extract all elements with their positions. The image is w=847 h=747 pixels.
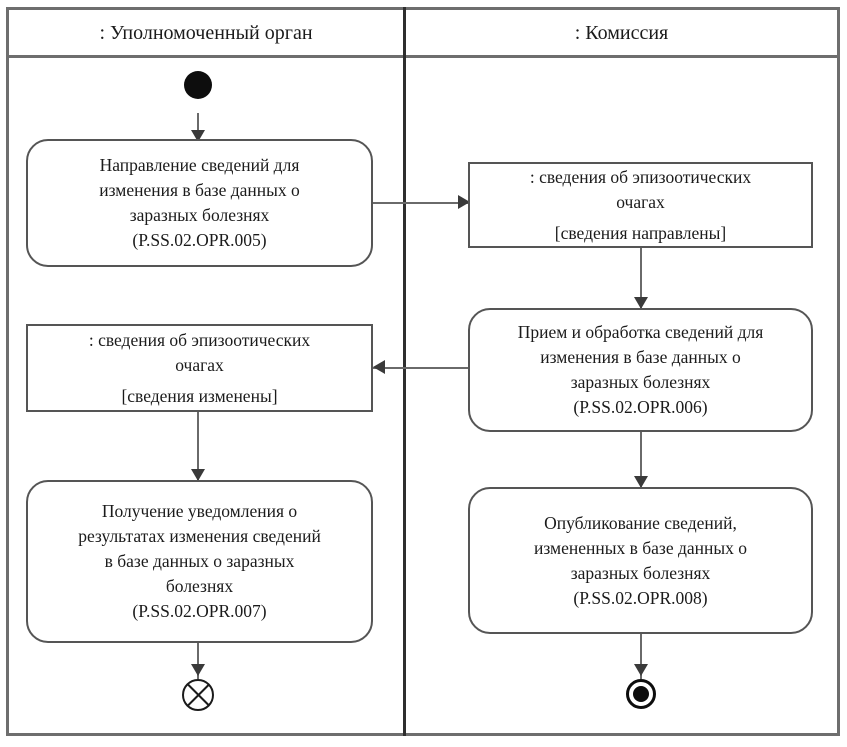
edge-action005-to-object-sent <box>373 202 470 204</box>
swimlane-header-komissiya: : Комиссия <box>574 22 669 44</box>
arrowhead-action006-to-action008 <box>634 476 648 488</box>
swimlane-header-uполномоченный-орган: : Уполномоченный орган <box>99 22 313 44</box>
arrowhead-object-changed-to-action007 <box>191 469 205 481</box>
arrowhead-object-sent-to-action006 <box>634 297 648 309</box>
action-005-line-1: Направление сведений для <box>99 155 300 175</box>
action-006-line-4: (P.SS.02.OPR.006) <box>573 397 708 417</box>
action-007-line-5: (P.SS.02.OPR.007) <box>132 601 267 621</box>
object-sent-line-2: очагах <box>616 191 665 212</box>
action-007-line-4: болезнях <box>165 576 234 596</box>
edge-action007-to-flow-final <box>197 643 199 679</box>
edge-action008-to-activity-final <box>640 634 642 679</box>
object-sent-state: [сведения направлены] <box>554 222 727 243</box>
action-node-opr-005[interactable]: Направление сведений для изменения в баз… <box>26 139 373 267</box>
arrowhead-action008-to-activity-final <box>634 664 648 676</box>
object-changed-state: [сведения изменены] <box>121 385 278 406</box>
action-008-line-1: Опубликование сведений, <box>544 512 737 533</box>
action-node-opr-007[interactable]: Получение уведомления о результатах изме… <box>26 480 373 643</box>
action-005-line-3: заразных болезнях <box>129 205 270 225</box>
action-008-line-3: заразных болезнях <box>570 562 711 583</box>
activity-final-inner-disc <box>633 686 649 702</box>
action-007-line-1: Получение уведомления о <box>101 501 298 521</box>
edge-object-sent-to-action006 <box>640 248 642 308</box>
activity-final-node[interactable] <box>626 679 656 709</box>
object-sent-line-1: : сведения об эпизоотических <box>529 166 752 187</box>
arrowhead-action006-to-object-changed <box>373 360 385 374</box>
action-007-line-3: в базе данных о заразных <box>104 551 295 571</box>
action-005-line-4: (P.SS.02.OPR.005) <box>132 230 267 250</box>
action-008-line-2: измененных в базе данных о <box>533 537 748 558</box>
object-changed-line-2: очагах <box>175 354 224 375</box>
object-node-svedeniya-napravleny[interactable]: : сведения об эпизоотических очагах [све… <box>468 162 813 248</box>
swimlane-divider <box>403 7 406 736</box>
action-005-line-2: изменения в базе данных о <box>99 180 300 200</box>
action-006-line-1: Прием и обработка сведений для <box>517 322 764 342</box>
flow-final-node[interactable] <box>182 679 214 711</box>
object-changed-line-1: : сведения об эпизоотических <box>88 329 311 350</box>
swimlane-header-rule <box>6 55 840 58</box>
edge-initial-to-action005 <box>197 113 199 141</box>
action-007-line-2: результатах изменения сведений <box>78 526 321 546</box>
action-node-opr-008[interactable]: Опубликование сведений, измененных в баз… <box>468 487 813 634</box>
arrowhead-action007-to-flow-final <box>191 664 205 676</box>
action-008-line-4: (P.SS.02.OPR.008) <box>573 587 708 608</box>
arrowhead-action005-to-object-sent <box>458 195 470 209</box>
initial-node[interactable] <box>184 71 212 99</box>
edge-action006-to-object-changed <box>373 367 470 369</box>
action-006-line-2: изменения в базе данных о <box>540 347 741 367</box>
edge-object-changed-to-action007 <box>197 412 199 480</box>
object-node-svedeniya-izmeneny[interactable]: : сведения об эпизоотических очагах [све… <box>26 324 373 412</box>
action-node-opr-006[interactable]: Прием и обработка сведений для изменения… <box>468 308 813 432</box>
edge-action006-to-action008 <box>640 432 642 487</box>
action-006-line-3: заразных болезнях <box>570 372 711 392</box>
